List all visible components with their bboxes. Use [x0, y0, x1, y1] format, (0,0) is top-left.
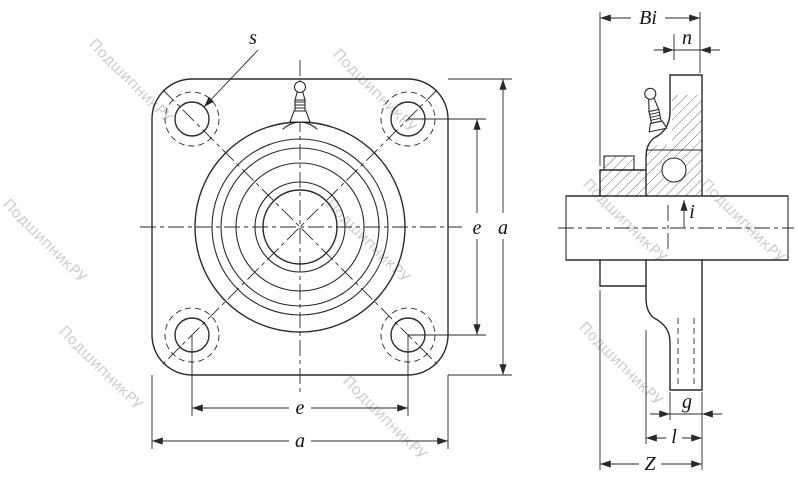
dim-i: i — [680, 200, 695, 228]
dim-e-vertical: e — [408, 118, 488, 336]
dim-a-horizontal: a — [151, 375, 449, 452]
dim-label-g: g — [682, 391, 692, 413]
dim-label-Z: Z — [644, 453, 656, 475]
side-view: Bi n i g l — [558, 6, 794, 475]
dim-label-l: l — [671, 426, 677, 448]
flange-plate-section — [645, 74, 703, 391]
dim-Z: Z — [599, 290, 702, 475]
dim-s: s — [203, 27, 259, 108]
watermark-text: ПодшипникРУ — [85, 35, 176, 126]
dim-label-i: i — [689, 201, 695, 223]
ball-bearing-ball — [661, 157, 687, 183]
watermark-text: ПодшипникРУ — [322, 195, 413, 286]
grease-fitting-side-icon — [644, 87, 668, 133]
front-centerlines — [140, 60, 462, 392]
dim-label-e-horizontal: e — [296, 397, 305, 419]
dim-a-vertical: a — [448, 78, 514, 376]
watermark-text: ПодшипникРУ — [575, 318, 666, 409]
dim-label-n: n — [682, 27, 692, 49]
watermark-text: ПодшипникРУ — [339, 372, 430, 463]
watermark-text: ПодшипникРУ — [0, 195, 90, 286]
dim-Bi: Bi — [599, 6, 701, 166]
dim-label-a-vertical: a — [498, 217, 508, 239]
dim-label-Bi: Bi — [639, 7, 657, 29]
front-view: s e a e — [140, 27, 514, 452]
watermark-text: ПодшипникРУ — [55, 322, 146, 413]
shaft — [558, 195, 794, 261]
dim-label-e-vertical: e — [473, 217, 482, 239]
watermark-text: ПодшипникРУ — [329, 45, 420, 136]
watermark-text: ПодшипникРУ — [697, 175, 788, 266]
dim-label-a-horizontal: a — [295, 430, 305, 452]
flange-square-outline — [151, 78, 449, 376]
dim-l: l — [645, 330, 702, 448]
dim-e-horizontal: e — [191, 335, 409, 419]
dim-label-s: s — [249, 27, 257, 49]
dim-n: n — [654, 27, 720, 60]
grease-fitting-front-icon — [282, 80, 318, 130]
dim-g: g — [650, 391, 722, 470]
bearing-insert-section — [599, 155, 687, 287]
